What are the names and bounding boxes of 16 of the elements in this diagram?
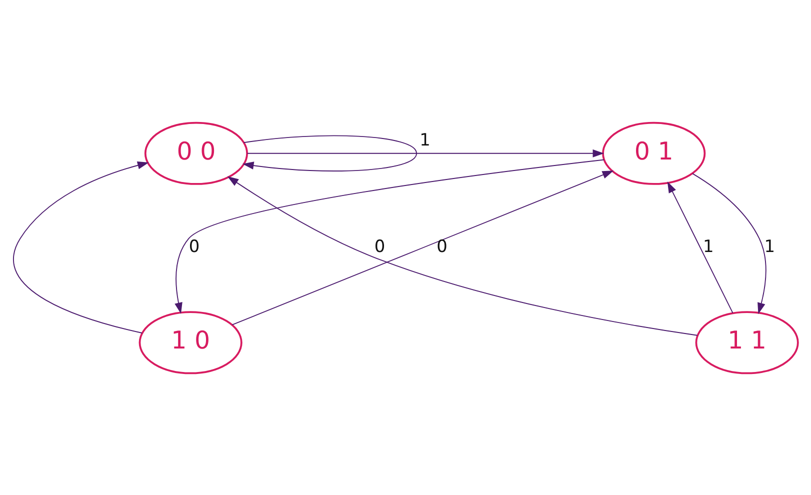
arrow [667, 180, 734, 313]
arrow [174, 158, 604, 314]
arrow [242, 134, 418, 171]
edge-label: 0 [188, 236, 200, 256]
arrow [232, 170, 614, 325]
arrow [246, 148, 604, 157]
edge-label: 0 [436, 236, 448, 256]
node-ellipse: 1 0 [138, 310, 242, 374]
arrow [692, 172, 766, 314]
edge-label: 1 [420, 128, 430, 149]
edge-label: 1 [703, 236, 714, 256]
arrow [227, 176, 698, 336]
edge-label: 1 [764, 236, 776, 256]
arrow [13, 160, 149, 333]
edge-label: 0 [374, 236, 386, 256]
node-ellipse: 1 1 [695, 310, 799, 374]
